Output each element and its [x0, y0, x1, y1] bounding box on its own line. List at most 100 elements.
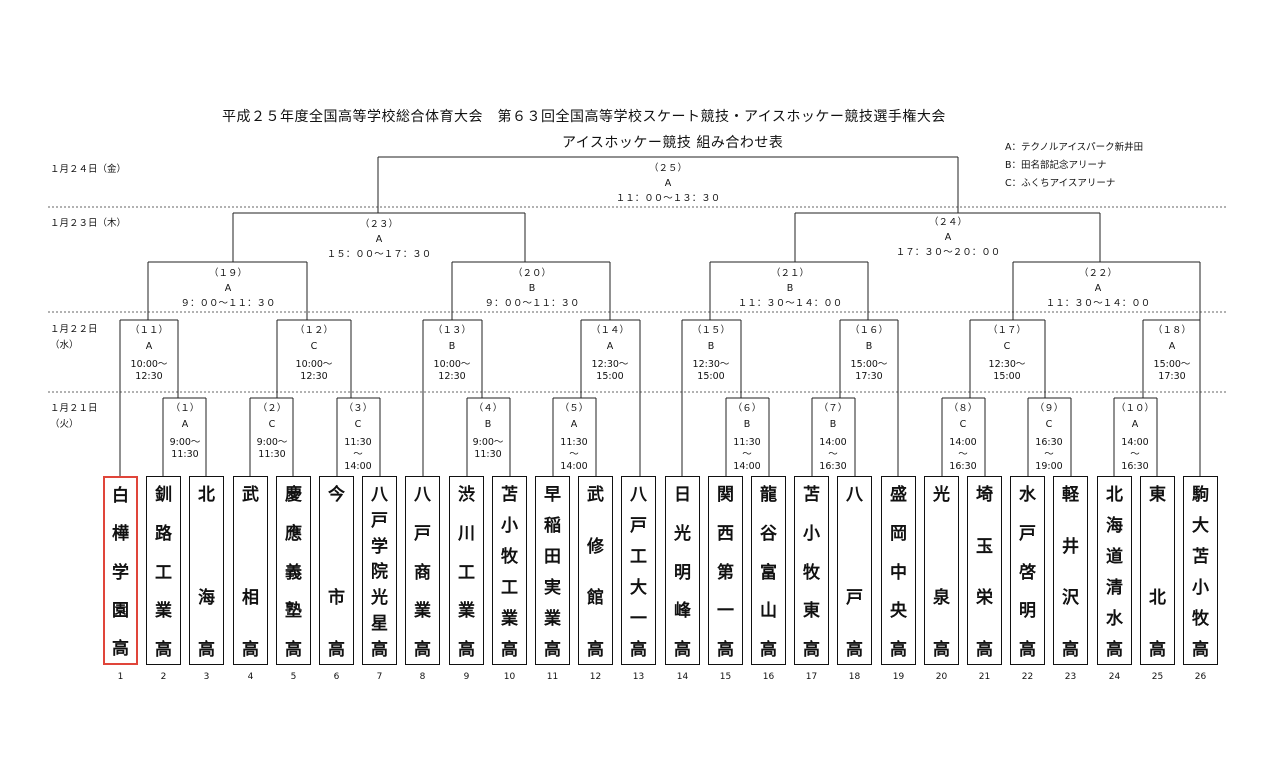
- match-number: （１９）: [208, 268, 247, 279]
- team-name-char: 高: [717, 640, 734, 660]
- team-number: 17: [805, 672, 818, 682]
- team-name-char: 高: [1192, 640, 1209, 660]
- match-8-info: （８）C 14:00〜16:30: [948, 403, 978, 472]
- match-number: （２５）: [648, 163, 687, 174]
- team-name-char: 高: [976, 639, 993, 660]
- team-box-13[interactable]: 八戸工大一高: [621, 476, 656, 665]
- team-name-char: 武: [587, 485, 604, 505]
- team-name-char: 沢: [1062, 588, 1079, 609]
- team-name-char: 園: [112, 600, 129, 621]
- team-box-12[interactable]: 武修館高: [578, 476, 613, 665]
- team-box-18[interactable]: 八 戸高: [837, 476, 872, 665]
- team-box-26[interactable]: 駒大苫小牧高: [1183, 476, 1218, 665]
- team-name-char: 牧: [1192, 609, 1209, 629]
- team-name-char: 啓: [1019, 562, 1036, 583]
- team-box-23[interactable]: 軽井沢高: [1053, 476, 1088, 665]
- match-time: ９：００〜１１：３０: [484, 297, 580, 309]
- team-name-char: 高: [587, 639, 604, 660]
- match-11-info: （１１）A 10:00〜12:30: [129, 325, 168, 382]
- team-name-char: 白: [112, 486, 129, 506]
- team-name-char: 高: [155, 640, 172, 660]
- team-number: 16: [762, 672, 775, 682]
- match-venue: A: [664, 177, 672, 189]
- team-name-char: 埼: [976, 485, 993, 505]
- team-name-char: 大: [1192, 516, 1209, 536]
- team-name-char: 海: [198, 588, 215, 609]
- team-box-1[interactable]: 白樺学園高: [103, 476, 138, 665]
- team-box-10[interactable]: 苫小牧工業高: [492, 476, 527, 665]
- team-number: 18: [848, 672, 861, 682]
- team-name-char: [248, 539, 254, 556]
- match-7-info: （７）B 14:00〜16:30: [818, 403, 848, 472]
- team-box-4[interactable]: 武 相高: [233, 476, 268, 665]
- team-name-char: 高: [890, 640, 907, 660]
- team-name-char: 今: [328, 485, 345, 505]
- team-number: 23: [1064, 672, 1077, 682]
- team-box-24[interactable]: 北海道清水高: [1097, 476, 1132, 665]
- team-box-11[interactable]: 早稲田実業高: [535, 476, 570, 665]
- team-name-char: [334, 539, 340, 556]
- team-name-char: 高: [933, 639, 950, 660]
- team-name-char: 渋: [458, 485, 475, 505]
- match-5-info: （５）A 11:30〜14:00: [559, 403, 589, 472]
- match-venue: A: [375, 233, 383, 245]
- team-name-char: [939, 539, 945, 556]
- team-name-char: [204, 539, 210, 556]
- venue-legend-b: B：田名部記念アリーナ: [1005, 160, 1107, 171]
- match-venue: A: [944, 231, 952, 243]
- team-box-19[interactable]: 盛岡中央高: [881, 476, 916, 665]
- team-name-char: 関: [717, 485, 734, 505]
- team-name-char: 高: [285, 640, 302, 660]
- team-name-char: 修: [587, 536, 604, 557]
- team-number: 5: [290, 672, 297, 682]
- match-venue: A: [224, 282, 232, 294]
- match-number: （２０）: [512, 268, 551, 279]
- team-number: 24: [1108, 672, 1121, 682]
- team-box-22[interactable]: 水戸啓明高: [1010, 476, 1045, 665]
- team-box-3[interactable]: 北 海高: [189, 476, 224, 665]
- team-name-char: 稲: [544, 516, 561, 536]
- match-number: （２３）: [359, 219, 398, 230]
- venue-legend-a: A：テクノルアイスパーク新井田: [1005, 142, 1144, 153]
- team-box-15[interactable]: 関西第一高: [708, 476, 743, 665]
- match-1-info: （１）A 9:00〜11:30: [169, 403, 201, 460]
- team-box-6[interactable]: 今 市高: [319, 476, 354, 665]
- team-name-char: 第: [717, 562, 734, 583]
- team-name-char: 清: [1106, 578, 1123, 598]
- match-venue: B: [786, 282, 794, 294]
- team-number: 19: [892, 672, 905, 682]
- team-box-17[interactable]: 苫小牧東高: [794, 476, 829, 665]
- team-name-char: 高: [328, 639, 345, 660]
- match-19-info: （１９） A ９：００〜１１：３０: [148, 268, 308, 310]
- team-number: 21: [978, 672, 991, 682]
- team-box-21[interactable]: 埼玉栄高: [967, 476, 1002, 665]
- page-subtitle: アイスホッケー競技 組み合わせ表: [562, 135, 784, 151]
- team-box-14[interactable]: 日光明峰高: [665, 476, 700, 665]
- match-time: ９：００〜１１：３０: [180, 297, 276, 309]
- match-20-info: （２０） B ９：００〜１１：３０: [452, 268, 612, 310]
- match-13-info: （１３）B 10:00〜12:30: [432, 325, 471, 382]
- team-name-char: 玉: [976, 536, 993, 557]
- match-25-info: （２５） A １１：００〜１３：３０: [588, 163, 748, 205]
- team-name-char: 市: [328, 588, 345, 609]
- team-name-char: 業: [458, 601, 475, 622]
- team-box-25[interactable]: 東 北高: [1140, 476, 1175, 665]
- team-number: 6: [333, 672, 340, 682]
- team-box-8[interactable]: 八戸商業高: [405, 476, 440, 665]
- team-box-9[interactable]: 渋川工業高: [449, 476, 484, 665]
- team-box-2[interactable]: 釧路工業高: [146, 476, 181, 665]
- team-box-7[interactable]: 八戸学院光星高: [362, 476, 397, 665]
- match-21-info: （２１） B １１：３０〜１４：００: [710, 268, 870, 310]
- team-box-5[interactable]: 慶應義塾高: [276, 476, 311, 665]
- team-name-char: 盛: [890, 485, 907, 505]
- team-box-16[interactable]: 龍谷富山高: [751, 476, 786, 665]
- team-name-char: 苫: [501, 485, 518, 505]
- match-6-info: （６）B 11:30〜14:00: [732, 403, 762, 472]
- page-title: 平成２５年度全国高等学校総合体育大会 第６３回全国高等学校スケート競技・アイスホ…: [222, 109, 946, 125]
- match-number: （２４）: [928, 217, 967, 228]
- team-name-char: 樺: [112, 524, 129, 545]
- match-2-info: （２）C 9:00〜11:30: [256, 403, 288, 460]
- team-box-20[interactable]: 光 泉高: [924, 476, 959, 665]
- team-name-char: 高: [371, 639, 388, 660]
- team-name-char: 業: [501, 609, 518, 629]
